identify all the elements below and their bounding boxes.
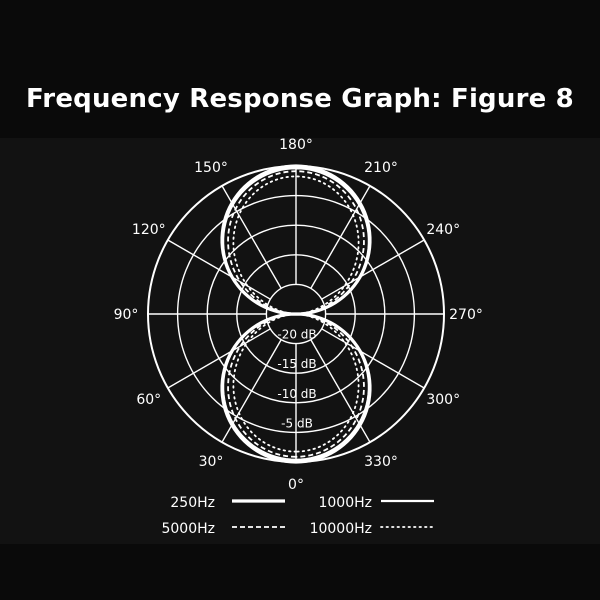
angle-label: 150° xyxy=(194,160,228,176)
db-label: -20 dB xyxy=(277,328,316,342)
angle-label: 60° xyxy=(136,392,161,408)
angle-label: 0° xyxy=(288,477,304,493)
legend-label: 10000Hz xyxy=(310,521,372,537)
grid-spoke xyxy=(321,239,425,300)
plot-panel xyxy=(0,138,600,544)
series-line-10000hz xyxy=(232,175,360,453)
grid-spoke xyxy=(167,328,271,389)
db-label: -5 dB xyxy=(281,416,313,430)
chart-title: Frequency Response Graph: Figure 8 xyxy=(26,84,574,114)
series-line-5000hz xyxy=(227,170,365,458)
grid-spoke xyxy=(167,239,271,300)
angle-label: 90° xyxy=(114,307,139,323)
grid-spoke xyxy=(321,328,425,389)
angle-label: 270° xyxy=(449,307,483,323)
legend-label: 1000Hz xyxy=(318,495,372,511)
db-label: -10 dB xyxy=(277,387,316,401)
legend-label: 5000Hz xyxy=(161,521,215,537)
angle-label: 210° xyxy=(364,160,398,176)
angle-label: 120° xyxy=(132,222,166,238)
legend-label: 250Hz xyxy=(170,495,215,511)
angle-label: 300° xyxy=(426,392,460,408)
angle-label: 330° xyxy=(364,454,398,470)
series-line-250hz xyxy=(220,164,372,464)
angle-label: 240° xyxy=(426,222,460,238)
angle-label: 180° xyxy=(279,137,313,153)
angle-label: 30° xyxy=(199,454,224,470)
db-label: -15 dB xyxy=(277,357,316,371)
